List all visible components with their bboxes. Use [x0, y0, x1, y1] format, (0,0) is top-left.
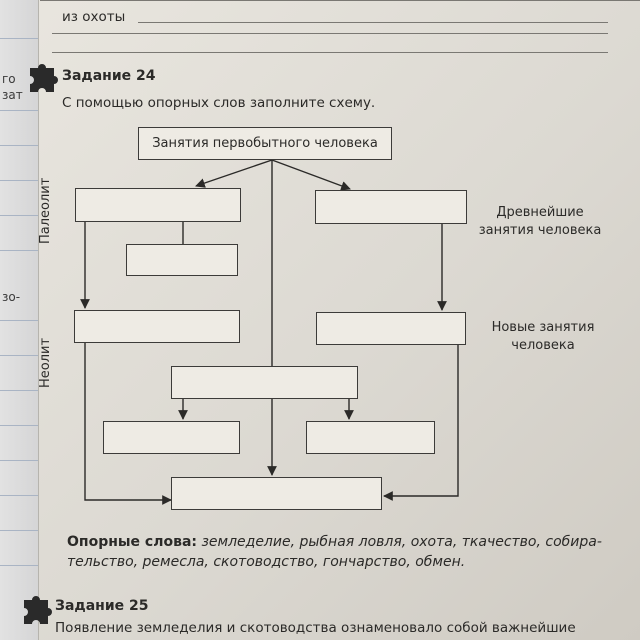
strip-rule — [0, 145, 38, 146]
strip-rule — [0, 110, 38, 111]
ancient-occupation-left-box[interactable] — [75, 188, 241, 222]
strip-rule — [0, 495, 38, 496]
strip-rule — [0, 460, 38, 461]
strip-rule — [0, 215, 38, 216]
puzzle-icon — [30, 64, 58, 92]
new-occupation-right-box[interactable] — [316, 312, 466, 345]
arrow-root-to-ancient-right — [271, 159, 351, 191]
strip-text: зо- — [2, 290, 21, 304]
answer-line — [40, 0, 640, 1]
note-ancient-occupations: Древнейшие занятия человека — [470, 204, 610, 240]
puzzle-icon — [24, 596, 52, 624]
new-sub-occupation-right-box[interactable] — [306, 421, 435, 454]
task-24-title: Задание 24 — [62, 68, 156, 84]
task-25-title: Задание 25 — [55, 598, 149, 614]
note-ancient-line2: занятия человека — [478, 223, 602, 238]
adjacent-page-strip: го зат зо- — [0, 0, 39, 640]
arrow-root-to-ancient-left — [195, 159, 273, 188]
keywords-line1: Опорные слова: земледелие, рыбная ловля,… — [67, 532, 627, 552]
task-24-instruction: С помощью опорных слов заполните схему. — [62, 95, 376, 111]
strip-rule — [0, 355, 38, 356]
note-new-line1: Новые занятия — [491, 320, 595, 335]
strip-rule — [0, 390, 38, 391]
strip-rule — [0, 565, 38, 566]
strip-rule — [0, 38, 38, 39]
keywords-label: Опорные слова: — [67, 534, 197, 550]
keywords-text-2: тельство, ремесла, скотоводство, гончарс… — [67, 554, 466, 570]
new-occupation-middle-box[interactable] — [171, 366, 358, 399]
bottom-occupation-box[interactable] — [171, 477, 382, 510]
strip-text: зат — [2, 88, 23, 102]
scheme-root-label: Занятия первобытного человека — [152, 136, 378, 151]
arrow-new-left-to-bottom — [84, 343, 172, 505]
ancient-sub-occupation-box[interactable] — [126, 244, 238, 276]
keywords-text-1: земледелие, рыбная ловля, охота, ткачест… — [201, 534, 602, 550]
strip-rule — [0, 425, 38, 426]
task-25-text: Появление земледелия и скотоводства озна… — [55, 620, 576, 636]
note-new-line2: человека — [511, 338, 575, 353]
ancient-occupation-right-box[interactable] — [315, 190, 467, 224]
arrow-new-right-to-bottom — [383, 345, 459, 501]
label-neolith: Неолит — [38, 337, 53, 388]
strip-rule — [0, 180, 38, 181]
answer-line — [52, 52, 608, 53]
strip-text: го — [2, 72, 16, 86]
strip-rule — [0, 250, 38, 251]
new-sub-occupation-left-box[interactable] — [103, 421, 240, 454]
note-new-occupations: Новые занятия человека — [478, 319, 608, 355]
label-paleolith: Палеолит — [38, 177, 53, 244]
scheme-root-box: Занятия первобытного человека — [138, 127, 392, 160]
note-ancient-line1: Древнейшие — [496, 205, 584, 220]
strip-rule — [0, 320, 38, 321]
answer-line-prefix: из охоты — [62, 9, 126, 25]
answer-line — [138, 22, 608, 23]
new-occupation-left-box[interactable] — [74, 310, 240, 343]
keywords-block: Опорные слова: земледелие, рыбная ловля,… — [67, 532, 627, 572]
answer-line — [52, 33, 608, 34]
strip-rule — [0, 530, 38, 531]
